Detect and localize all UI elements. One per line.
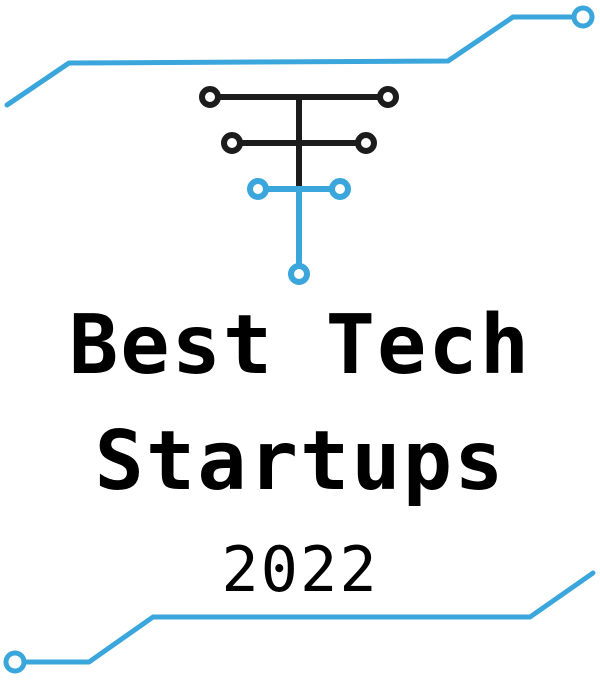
circuit-tree-logo-icon (199, 86, 399, 285)
circuit-trace-bottom-icon (3, 570, 596, 674)
title-line-1: Best Tech (68, 298, 532, 393)
title-line-2: Startups (94, 414, 506, 509)
award-year: 2022 (221, 533, 379, 606)
circuit-trace-top-icon (4, 5, 595, 108)
